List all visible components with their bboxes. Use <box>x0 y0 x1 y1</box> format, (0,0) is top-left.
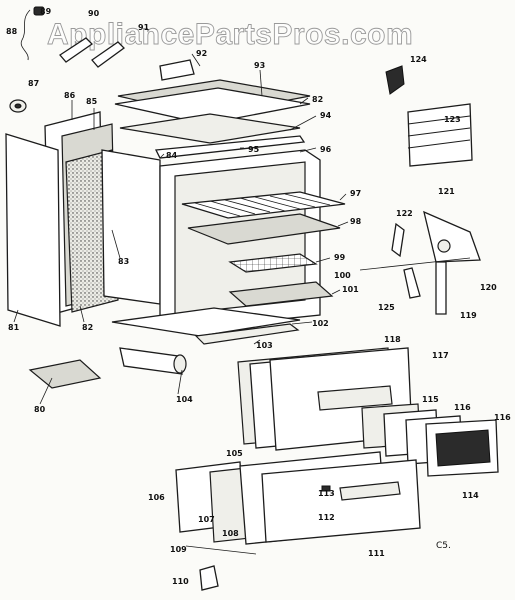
callout-88: 88 <box>6 27 18 36</box>
part-92-vent-handle <box>159 59 195 81</box>
callout-98: 98 <box>350 217 362 226</box>
part-87-knob <box>9 99 27 113</box>
callout-86: 86 <box>64 91 76 100</box>
callout-101: 101 <box>342 285 359 294</box>
callout-112: 112 <box>318 513 335 522</box>
callout-116: 116 <box>454 403 471 412</box>
callout-124: 124 <box>410 55 427 64</box>
callout-103: 103 <box>256 341 273 350</box>
part-90-bracket <box>59 37 94 63</box>
part-110-rod <box>185 545 257 555</box>
callout-93: 93 <box>254 61 265 70</box>
part-120-hinge-arm <box>435 261 447 315</box>
diagram-code: C5. <box>436 541 451 551</box>
part-100-rod <box>359 257 471 271</box>
callout-85: 85 <box>86 97 98 106</box>
callout-119: 119 <box>460 311 477 320</box>
callout-100: 100 <box>334 271 351 280</box>
callout-80: 80 <box>34 405 46 414</box>
callout-82: 82 <box>312 95 323 104</box>
callout-120: 120 <box>480 283 497 292</box>
part-111-hinge-bracket <box>199 565 219 591</box>
part-94-trim <box>119 113 301 144</box>
part-84-side-liner <box>101 149 161 305</box>
callout-125: 125 <box>378 303 395 312</box>
callout-107: 107 <box>198 515 215 524</box>
callout-90: 90 <box>88 9 100 18</box>
callout-91: 91 <box>138 23 150 32</box>
callout-104: 104 <box>176 395 193 404</box>
callout-113: 113 <box>318 489 335 498</box>
part-122-hinge <box>423 210 481 263</box>
part-102-link <box>403 267 421 299</box>
callout-105: 105 <box>226 449 243 458</box>
callout-111: 111 <box>368 549 385 558</box>
callout-numbers: 80 81 82 83 84 85 86 87 88 89 90 91 92 93 82 94 95 96 97 98… <box>6 7 511 586</box>
part-95-front-frame <box>154 135 306 159</box>
callout-121: 121 <box>438 187 455 196</box>
callout-89: 89 <box>40 7 52 16</box>
part-101-drip-pan <box>228 281 334 307</box>
callout-99: 99 <box>334 253 346 262</box>
callout-118: 118 <box>384 335 401 344</box>
part-104-bottom-trim <box>194 323 300 345</box>
callout-117: 117 <box>432 351 449 360</box>
callout-95: 95 <box>248 145 260 154</box>
callout-122: 122 <box>396 209 413 218</box>
callout-109: 109 <box>170 545 187 554</box>
part-103-oven-bottom <box>111 307 301 337</box>
callout-92: 92 <box>196 49 207 58</box>
part-80-base-bracket <box>28 359 102 389</box>
callout-97: 97 <box>350 189 361 198</box>
callout-94: 94 <box>320 111 332 120</box>
watermark-text: AppliancePartsPros.com <box>47 18 413 51</box>
callout-110: 110 <box>172 577 189 586</box>
callout-102: 102 <box>312 319 329 328</box>
callout-116: 116 <box>494 413 511 422</box>
callout-81: 81 <box>8 323 20 332</box>
part-81-side-panel <box>5 133 61 327</box>
callout-82: 82 <box>82 323 93 332</box>
callout-114: 114 <box>462 491 479 500</box>
callout-87: 87 <box>28 79 39 88</box>
callout-83: 83 <box>118 257 129 266</box>
callout-84: 84 <box>166 151 178 160</box>
callout-108: 108 <box>222 529 239 538</box>
part-82-top-liner <box>114 87 311 125</box>
callout-labels <box>13 53 349 405</box>
callout-96: 96 <box>320 145 332 154</box>
part-97-oven-rack <box>181 191 346 219</box>
part-115-window-frame <box>425 419 499 477</box>
part-123-spring <box>391 222 405 258</box>
part-105-element <box>119 347 187 375</box>
part-98-broiler-pan <box>187 213 341 245</box>
callout-115: 115 <box>422 395 439 404</box>
part-124-rack-guide <box>407 103 473 167</box>
part-125-clip <box>385 65 405 95</box>
part-99-broiler-grid <box>228 253 318 273</box>
part-112-drawer-front <box>261 459 421 543</box>
part-91-bracket <box>91 41 125 68</box>
callout-106: 106 <box>148 493 165 502</box>
callout-123: 123 <box>444 115 461 124</box>
part-88-power-cord <box>20 6 45 61</box>
